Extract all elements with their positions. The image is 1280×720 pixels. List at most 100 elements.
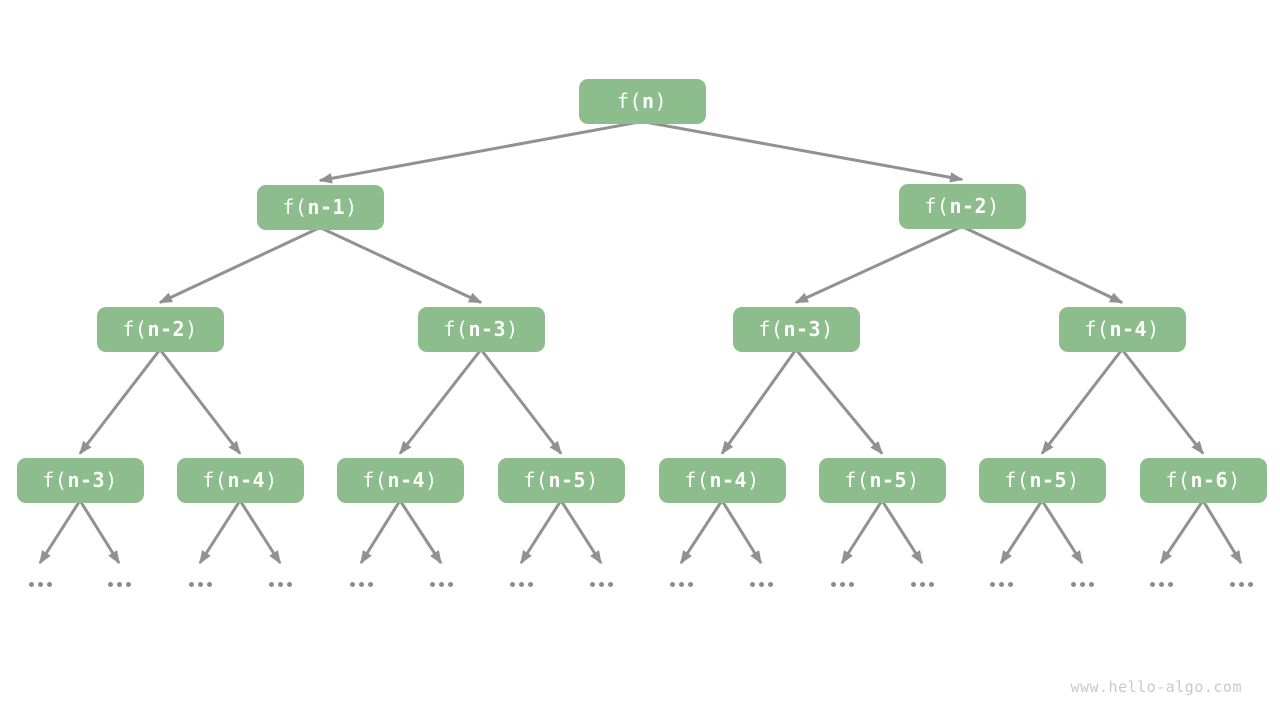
- edge-arrow: [158, 348, 242, 455]
- dot-icon: [448, 582, 453, 587]
- dot-icon: [840, 582, 845, 587]
- edge-arrow: [398, 499, 443, 565]
- dot-icon: [599, 582, 604, 587]
- dot-icon: [590, 582, 595, 587]
- node-label-prefix: f(: [202, 468, 228, 492]
- node-label-prefix: f(: [122, 317, 148, 341]
- edge-arrow: [319, 226, 483, 304]
- node-label-suffix: ): [1147, 317, 1160, 341]
- ellipsis: [350, 582, 373, 587]
- dot-icon: [126, 582, 131, 587]
- node-label-suffix: ): [907, 468, 920, 492]
- node-label-prefix: f(: [616, 89, 642, 113]
- node-label-prefix: f(: [758, 317, 784, 341]
- edge-arrow: [720, 348, 798, 455]
- dot-icon: [1159, 582, 1164, 587]
- edge-arrow: [840, 499, 884, 565]
- node-label-suffix: ): [345, 195, 358, 219]
- node-label-prefix: f(: [1165, 468, 1191, 492]
- dot-icon: [849, 582, 854, 587]
- node-label-arg: n-4: [1109, 317, 1148, 341]
- tree-node-n10: f(n-5): [497, 457, 625, 503]
- edge-arrow: [880, 499, 924, 565]
- node-label-arg: n-4: [227, 468, 266, 492]
- dot-icon: [670, 582, 675, 587]
- node-label-prefix: f(: [684, 468, 710, 492]
- node-label-suffix: ): [747, 468, 760, 492]
- dot-icon: [108, 582, 113, 587]
- dot-icon: [1089, 582, 1094, 587]
- dot-icon: [750, 582, 755, 587]
- node-label-prefix: f(: [362, 468, 388, 492]
- node-label-prefix: f(: [1004, 468, 1030, 492]
- edge-arrow: [238, 499, 282, 565]
- node-label-prefix: f(: [523, 468, 549, 492]
- dot-icon: [528, 582, 533, 587]
- node-label-suffix: ): [105, 468, 118, 492]
- ellipsis: [430, 582, 453, 587]
- node-label-suffix: ): [265, 468, 278, 492]
- tree-node-n7: f(n-3): [16, 457, 144, 503]
- dot-icon: [1008, 582, 1013, 587]
- node-label-arg: n-3: [468, 317, 507, 341]
- edge-arrow: [1159, 499, 1205, 565]
- watermark: www.hello-algo.com: [1070, 678, 1242, 696]
- edge-arrow: [999, 499, 1044, 565]
- dot-icon: [929, 582, 934, 587]
- dot-icon: [207, 582, 212, 587]
- dot-icon: [608, 582, 613, 587]
- dot-icon: [198, 582, 203, 587]
- tree-node-n12: f(n-5): [818, 457, 946, 503]
- dot-icon: [1239, 582, 1244, 587]
- node-label-prefix: f(: [924, 194, 950, 218]
- node-label-arg: n-2: [949, 194, 988, 218]
- node-label-prefix: f(: [42, 468, 68, 492]
- dot-icon: [679, 582, 684, 587]
- edge-arrow: [679, 499, 724, 565]
- ellipsis: [1071, 582, 1094, 587]
- edge-arrow: [641, 120, 964, 183]
- ellipsis: [189, 582, 212, 587]
- tree-node-n3: f(n-2): [96, 306, 224, 352]
- dot-icon: [359, 582, 364, 587]
- node-label-suffix: ): [185, 317, 198, 341]
- dot-icon: [269, 582, 274, 587]
- edge-arrow: [359, 499, 402, 565]
- edge-arrow: [559, 499, 603, 565]
- edge-arrow: [1201, 499, 1243, 565]
- edge-arrow: [1120, 348, 1205, 455]
- dot-icon: [117, 582, 122, 587]
- ellipsis: [1150, 582, 1173, 587]
- edge-arrow: [398, 348, 483, 455]
- ellipsis: [590, 582, 613, 587]
- node-label-suffix: ): [506, 317, 519, 341]
- node-label-arg: n-5: [869, 468, 908, 492]
- dot-icon: [350, 582, 355, 587]
- node-label-prefix: f(: [282, 195, 308, 219]
- node-label-arg: n-3: [783, 317, 822, 341]
- node-label-suffix: ): [586, 468, 599, 492]
- dot-icon: [38, 582, 43, 587]
- node-label-suffix: ): [425, 468, 438, 492]
- tree-node-n0: f(n): [578, 78, 706, 124]
- edge-arrow: [198, 499, 242, 565]
- node-label-prefix: f(: [443, 317, 469, 341]
- edge-arrow: [519, 499, 563, 565]
- ellipsis: [1230, 582, 1253, 587]
- node-label-suffix: ): [821, 317, 834, 341]
- ellipsis: [108, 582, 131, 587]
- node-label-suffix: ): [1067, 468, 1080, 492]
- ellipsis: [510, 582, 533, 587]
- edge-arrow: [1040, 499, 1084, 565]
- edge-arrow: [78, 348, 162, 455]
- node-label-prefix: f(: [1084, 317, 1110, 341]
- dot-icon: [1150, 582, 1155, 587]
- dot-icon: [29, 582, 34, 587]
- node-label-arg: n-1: [307, 195, 346, 219]
- node-label-suffix: ): [987, 194, 1000, 218]
- edge-arrow: [78, 499, 121, 565]
- tree-node-n8: f(n-4): [176, 457, 304, 503]
- dot-icon: [911, 582, 916, 587]
- dot-icon: [278, 582, 283, 587]
